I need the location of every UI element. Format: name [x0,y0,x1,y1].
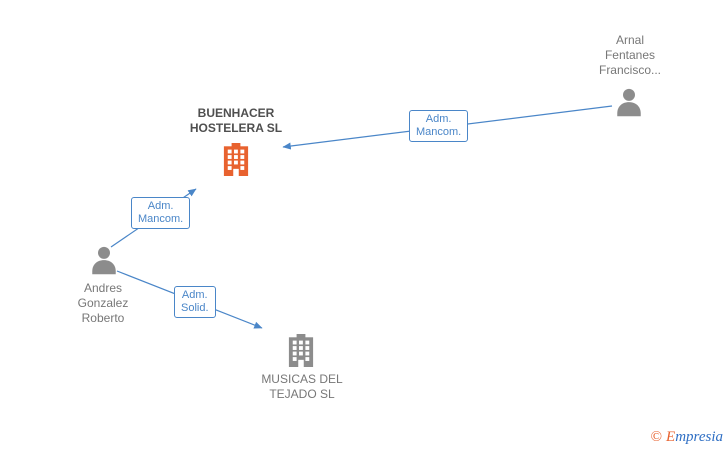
brand-text: mpresia [675,429,723,445]
copyright-symbol: © [650,429,663,445]
person-icon-arnal[interactable] [613,87,645,122]
node-label-andres[interactable]: Andres Gonzalez Roberto [77,281,129,325]
node-label-arnal[interactable]: Arnal Fentanes Francisco... [598,33,661,77]
node-label-musicas[interactable]: MUSICAS DEL TEJADO SL [261,372,343,401]
brand-initial: E [666,429,676,445]
person-icon-andres[interactable] [88,245,120,280]
edge-label-adm-mancom-andres: Adm. Mancom. [131,197,191,229]
edge-label-adm-solid-andres: Adm. Solid. [174,286,216,318]
building-icon-musicas[interactable] [286,334,316,372]
node-label-buenhacer[interactable]: BUENHACER HOSTELERA SL [189,106,283,135]
edge-label-adm-mancom-arnal: Adm. Mancom. [409,110,469,142]
empresia-logo[interactable]: ©Empresia [651,429,723,446]
building-icon-buenhacer[interactable] [221,143,251,181]
